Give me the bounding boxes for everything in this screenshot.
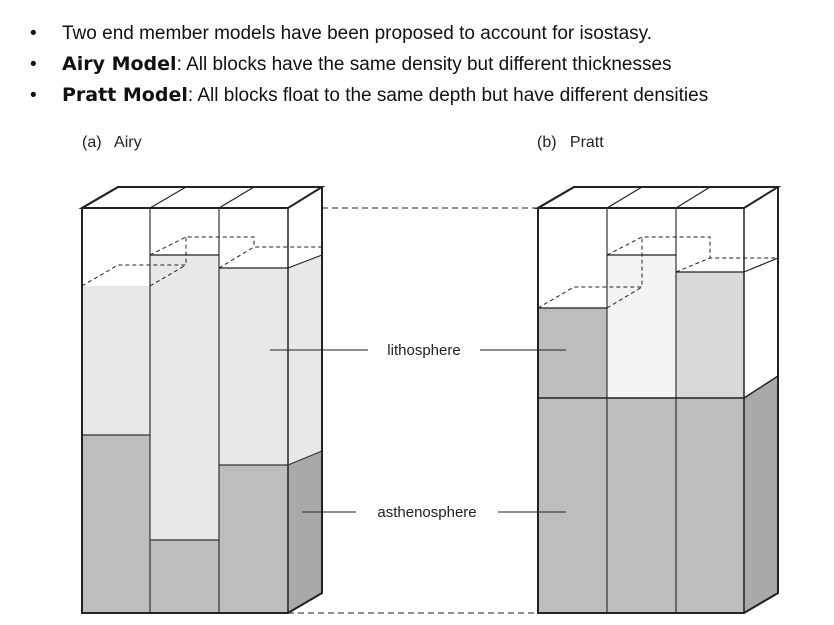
bullet-dot: • — [30, 23, 37, 44]
airy-air-col1 — [82, 208, 150, 286]
airy-lithosphere-col3 — [219, 268, 288, 465]
pratt-lithosphere-col1 — [538, 308, 607, 398]
bullet-dot: • — [30, 54, 37, 75]
asthenosphere-label: asthenosphere — [377, 504, 476, 521]
airy-top-face — [78, 186, 326, 209]
airy-side-lithosphere — [288, 255, 322, 465]
panel-b-caption: (b) Pratt — [537, 134, 604, 152]
panel-b-name: Pratt — [569, 134, 604, 151]
panel-a-label: (a) — [82, 134, 102, 151]
pratt-lithosphere-col2 — [607, 255, 676, 398]
bullet-bold-term: Pratt Model — [62, 84, 188, 106]
pratt-side-air — [744, 187, 778, 272]
pratt-asthenosphere — [538, 398, 744, 613]
airy-air-col3 — [219, 208, 288, 268]
bullet-dot: • — [30, 85, 37, 106]
pratt-lithosphere-col3 — [676, 272, 744, 398]
bullet-text: : All blocks have the same density but d… — [176, 54, 672, 75]
bullet-item-3: • Pratt Model: All blocks float to the s… — [30, 80, 708, 111]
airy-lithosphere-col2 — [150, 255, 219, 540]
pratt-top-face — [534, 186, 782, 209]
airy-asthenosphere-col1 — [82, 435, 150, 613]
panel-a-caption: (a) Airy — [82, 134, 142, 152]
panel-b-label: (b) — [537, 134, 557, 151]
pratt-side-lithosphere — [744, 258, 778, 398]
pratt-block — [534, 186, 782, 614]
airy-block — [78, 186, 326, 614]
lithosphere-label: lithosphere — [387, 342, 460, 359]
bullet-list: • Two end member models have been propos… — [30, 18, 708, 111]
airy-lithosphere-col1 — [82, 286, 150, 435]
bullet-item-1: • Two end member models have been propos… — [30, 18, 708, 49]
airy-asthenosphere-col3 — [219, 465, 288, 613]
pratt-side-asthenosphere — [744, 376, 778, 613]
bullet-bold-term: Airy Model — [62, 53, 177, 75]
bullet-text: Two end member models have been proposed… — [62, 23, 653, 44]
panel-a-name: Airy — [114, 134, 142, 151]
bullet-item-2: • Airy Model: All blocks have the same d… — [30, 49, 708, 80]
airy-side-asthenosphere — [288, 451, 322, 613]
airy-side-air — [288, 187, 322, 268]
bullet-text: : All blocks float to the same depth but… — [187, 85, 709, 106]
airy-asthenosphere-col2 — [150, 540, 219, 613]
